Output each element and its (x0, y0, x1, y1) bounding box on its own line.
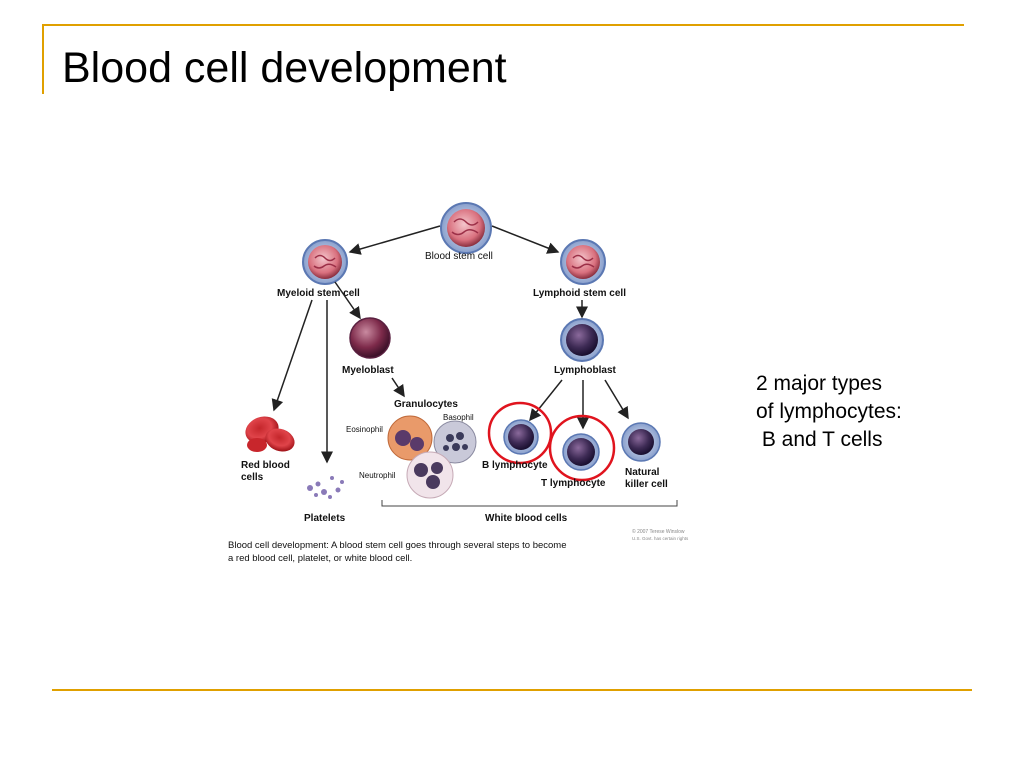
label-b-lymphocyte: B lymphocyte (482, 460, 548, 471)
label-myeloblast: Myeloblast (342, 365, 394, 376)
basophil-cell (433, 420, 477, 464)
label-nk-line2: killer cell (625, 479, 668, 490)
arrow-lymphoblast-to-b (529, 379, 563, 422)
platelets (307, 476, 344, 499)
note-line-3: B and T cells (756, 428, 883, 451)
blood-stem-cell (440, 202, 492, 254)
note-line-2: of lymphocytes: (756, 400, 902, 423)
label-neutrophil: Neutrophil (359, 471, 396, 480)
label-nk-line1: Natural (625, 467, 660, 478)
arrow-stem-to-lymphoid (491, 225, 560, 254)
lymphocyte-note: 2 major types of lymphocytes: B and T ce… (756, 370, 902, 454)
top-accent-line (42, 24, 964, 26)
note-line-1: 2 major types (756, 372, 883, 395)
copyright-line1: © 2007 Terese Winslow (632, 528, 685, 535)
label-eosinophil: Eosinophil (346, 425, 383, 434)
label-blood-stem-cell: Blood stem cell (425, 251, 493, 262)
label-rbc-line1: Red blood (241, 460, 290, 471)
label-rbc-line2: cells (241, 472, 264, 483)
neutrophil-cell (406, 451, 454, 499)
myeloid-stem-cell (302, 239, 348, 285)
myeloblast-cell (349, 317, 391, 359)
b-lymphocyte-highlight-circle (487, 401, 553, 465)
arrow-myeloid-to-myeloblast (334, 281, 361, 320)
lymphoid-stem-cell (560, 239, 606, 285)
red-blood-cells (245, 416, 295, 452)
eosinophil-cell (387, 415, 433, 461)
bottom-accent-line (52, 689, 972, 691)
arrow-lymphoblast-to-nk (604, 379, 629, 420)
slide-title: Blood cell development (62, 44, 507, 92)
white-blood-cells-bracket (381, 500, 678, 507)
copyright-line2: U.S. Govt. has certain rights (632, 536, 689, 541)
title-accent-bar (42, 26, 44, 94)
label-platelets: Platelets (304, 513, 346, 524)
natural-killer-cell (621, 422, 661, 462)
caption-line2: a red blood cell, platelet, or white blo… (228, 553, 412, 564)
label-basophil: Basophil (443, 413, 474, 422)
arrow-myeloblast-to-granulocytes (391, 377, 405, 398)
label-t-lymphocyte: T lymphocyte (541, 478, 606, 489)
arrow-myeloid-to-rbc (271, 299, 313, 412)
t-lymphocyte-highlight-circle (548, 414, 616, 482)
lymphoblast-cell (560, 318, 604, 362)
label-myeloid-stem-cell: Myeloid stem cell (277, 288, 360, 299)
caption-line1: Blood cell development: A blood stem cel… (228, 540, 567, 551)
label-lymphoid-stem-cell: Lymphoid stem cell (533, 288, 626, 299)
label-white-blood-cells: White blood cells (485, 513, 568, 524)
arrow-stem-to-myeloid (348, 225, 441, 255)
t-lymphocyte-cell (562, 433, 600, 471)
label-granulocytes: Granulocytes (394, 399, 458, 410)
b-lymphocyte-cell (503, 419, 539, 455)
label-lymphoblast: Lymphoblast (554, 365, 617, 376)
